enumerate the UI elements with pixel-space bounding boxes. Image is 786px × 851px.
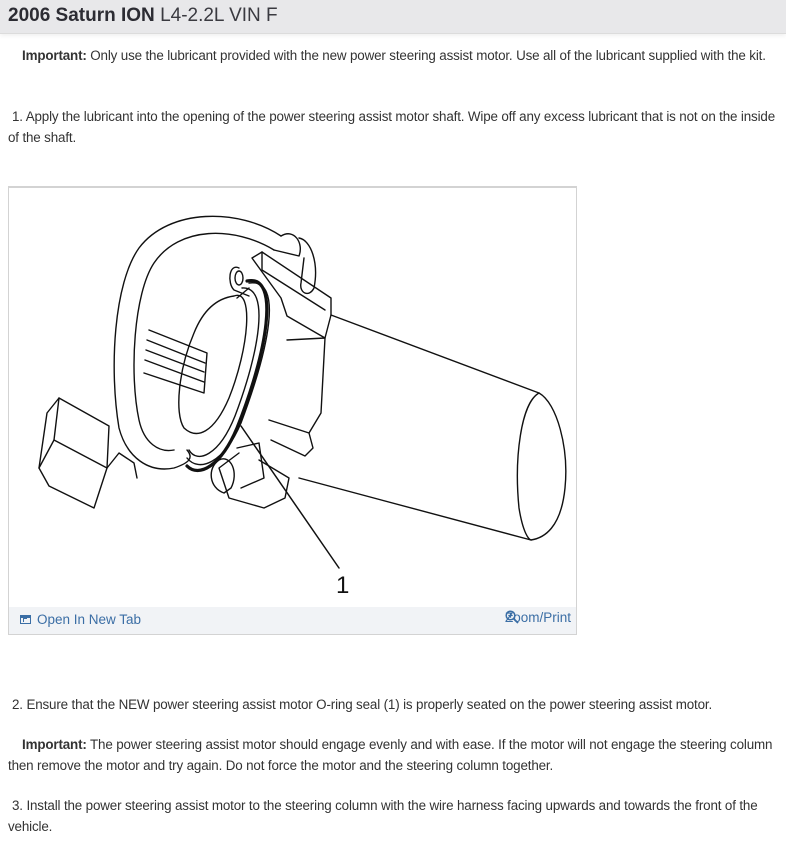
- vehicle-make-model: 2006 Saturn ION: [8, 5, 155, 26]
- important-note-engage: Important: The power steering assist mot…: [8, 734, 778, 776]
- vehicle-engine: L4-2.2L VIN F: [160, 5, 278, 26]
- important-text: The power steering assist motor should e…: [8, 737, 773, 773]
- open-in-new-tab-label: Open In New Tab: [37, 612, 142, 627]
- magnifier-plus-icon: [505, 610, 519, 624]
- important-note-lubricant: Important: Only use the lubricant provid…: [8, 45, 778, 66]
- vehicle-title: 2006 Saturn ION L4-2.2L VIN F: [8, 5, 278, 27]
- callout-1: 1: [336, 572, 349, 599]
- step-3: 3. Install the power steering assist mot…: [8, 798, 758, 834]
- important-label: Important:: [22, 48, 87, 63]
- step-1: 1. Apply the lubricant into the opening …: [8, 109, 776, 145]
- procedure-figure: 1 Open In New Tab Zoom/Print: [8, 186, 577, 635]
- figure-toolbar: Open In New Tab Zoom/Print: [9, 607, 576, 634]
- zoom-print-label: Zoom/Print: [504, 610, 571, 625]
- important-text: Only use the lubricant provided with the…: [86, 48, 766, 63]
- open-new-tab-icon: [20, 615, 31, 624]
- zoom-print-link[interactable]: Zoom/Print: [505, 610, 571, 625]
- important-label: Important:: [22, 737, 87, 752]
- power-steering-motor-illustration: 1: [38, 215, 567, 599]
- vehicle-header: 2006 Saturn ION L4-2.2L VIN F: [0, 0, 786, 34]
- open-in-new-tab-link[interactable]: Open In New Tab: [20, 612, 141, 627]
- step-2: 2. Ensure that the NEW power steering as…: [12, 697, 713, 712]
